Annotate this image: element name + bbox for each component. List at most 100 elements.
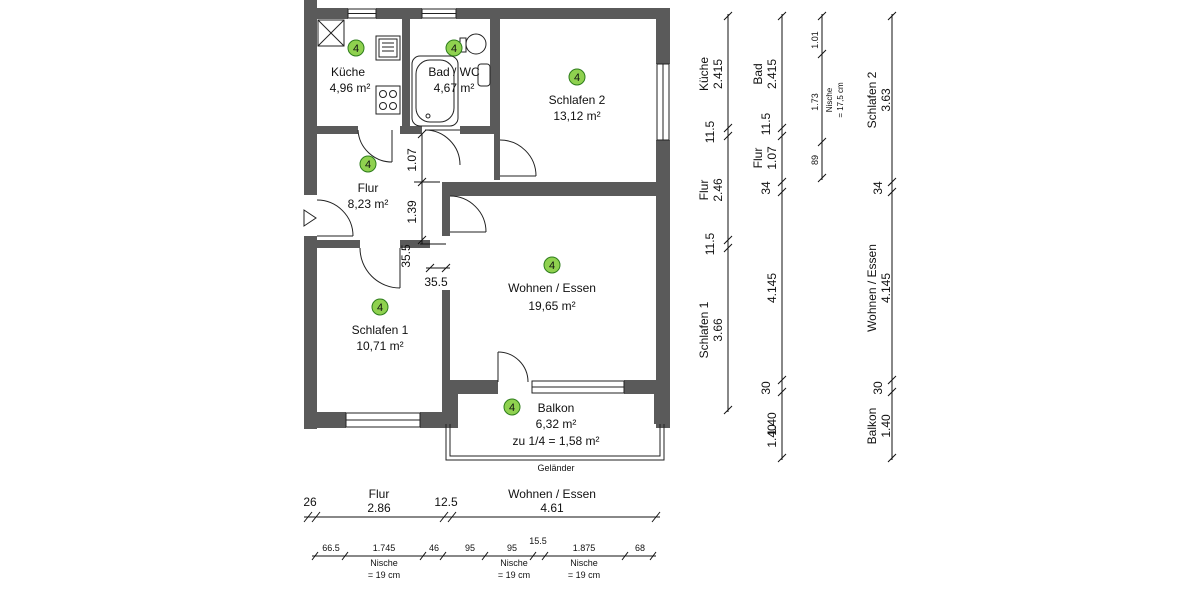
room-badge: 4 [445, 39, 463, 57]
room-area: 19,65 m² [528, 299, 575, 313]
label-text: 4 [365, 159, 371, 171]
dim-flur-name-r2: Flur [751, 148, 765, 169]
dim-1-40-a: 1.40 [765, 412, 779, 436]
niche-r-label: Nische [825, 87, 834, 112]
niche-2-label: Nische [500, 558, 528, 568]
dim-34-a: 34 [759, 181, 773, 195]
doors [316, 129, 537, 383]
dim-12-5: 12.5 [434, 495, 458, 509]
label-text: 4 [574, 72, 580, 84]
label-text: 4 [509, 402, 515, 414]
room-area: 6,32 m² [536, 417, 577, 431]
niche-2-value: = 19 cm [498, 570, 530, 580]
dim-1-875: 1.875 [573, 543, 596, 553]
room-area: 13,12 m² [553, 109, 600, 123]
dim-wohnen-value-r: 4.145 [879, 273, 893, 303]
dim-4-145-a: 4.145 [765, 273, 779, 303]
dim-wohnen-name-r: Wohnen / Essen [865, 244, 879, 332]
room-badge: 4 [568, 68, 586, 86]
label-text: 4 [353, 43, 359, 55]
room-area: 4,67 m² [434, 81, 475, 95]
dimension-line-right-2: Bad 2.415 11.5 Flur 1.07 34 4.145 30 1.4… [751, 11, 787, 463]
room-share: zu 1/4 = 1,58 m² [512, 434, 599, 448]
dim-89: 89 [810, 155, 820, 165]
room-area: 8,23 m² [348, 197, 389, 211]
dim-68: 68 [635, 543, 645, 553]
dim-95b: 95 [507, 543, 517, 553]
room-balkon: 4 Balkon 6,32 m² zu 1/4 = 1,58 m² [503, 398, 600, 448]
niche-1-value: = 19 cm [368, 570, 400, 580]
room-name: Schlafen 1 [352, 323, 409, 337]
room-badge: 4 [503, 398, 521, 416]
railing-label: Geländer [537, 463, 574, 473]
dim-26: 26 [303, 495, 317, 509]
room-bad: 4 Bad / WC 4,67 m² [428, 39, 480, 95]
dim-kueche-value: 2.415 [711, 59, 725, 89]
room-name: Balkon [538, 401, 575, 415]
dim-30-b: 30 [871, 381, 885, 395]
dim-balkon-value: 1.40 [879, 414, 893, 438]
dim-offset-v: 35.5 [399, 244, 413, 268]
room-name: Küche [331, 65, 365, 79]
label-text: 4 [451, 43, 457, 55]
niche-r-value: = 17,5 cm [836, 82, 845, 118]
interior-dimensions: 1.07 1.39 35.5 35.5 [399, 129, 451, 289]
walls [304, 0, 670, 429]
dimension-line-right-4: Schlafen 2 3.63 34 Wohnen / Essen 4.145 … [865, 11, 897, 463]
bathroom-fixtures [411, 33, 491, 127]
dim-flur-name: Flur [369, 487, 390, 501]
niche-3-label: Nische [570, 558, 598, 568]
dim-schlafen1-value: 3.66 [711, 318, 725, 342]
room-area: 4,96 m² [330, 81, 371, 95]
dim-flur-value-r2: 1.07 [765, 146, 779, 170]
label-text: 4 [549, 260, 555, 272]
dim-wohnen-value: 4.61 [540, 501, 564, 515]
dim-schlafen2-name: Schlafen 2 [865, 71, 879, 128]
dim-1-01: 1.01 [810, 31, 820, 49]
dimension-line-right-3: 1.01 1.73 Nische = 17,5 cm 89 [810, 11, 845, 183]
dim-11-5a: 11.5 [703, 120, 717, 143]
room-flur: 4 Flur 8,23 m² [348, 155, 389, 211]
room-name: Bad / WC [428, 65, 480, 79]
room-badge: 4 [359, 155, 377, 173]
dim-wohnen-name: Wohnen / Essen [508, 487, 596, 501]
dim-1-73: 1.73 [810, 93, 820, 111]
room-area: 10,71 m² [356, 339, 403, 353]
dim-flur-value-r: 2.46 [711, 178, 725, 202]
dim-95a: 95 [465, 543, 475, 553]
room-badge: 4 [543, 256, 561, 274]
dim-schlafen1-name: Schlafen 1 [697, 301, 711, 358]
dimension-line-right-1: Küche 2.415 11.5 Flur 2.46 11.5 Schlafen… [697, 11, 779, 436]
room-name: Flur [358, 181, 379, 195]
dim-flur-lower: 1.39 [405, 200, 419, 224]
room-badge: 4 [371, 298, 389, 316]
room-schlafen1: 4 Schlafen 1 10,71 m² [352, 298, 409, 353]
dim-66-5: 66.5 [322, 543, 340, 553]
dim-15-5: 15.5 [529, 536, 547, 546]
dim-11-5b: 11.5 [703, 232, 717, 255]
label-text: 4 [377, 302, 383, 314]
dim-46: 46 [429, 543, 439, 553]
room-wohnen: 4 Wohnen / Essen 19,65 m² [508, 256, 596, 313]
room-schlafen2: 4 Schlafen 2 13,12 m² [549, 68, 606, 123]
dim-11-5c: 11.5 [759, 112, 773, 135]
dim-1-40-b: 1.40 [765, 424, 779, 448]
dim-offset-h: 35.5 [424, 275, 448, 289]
balcony-railing [445, 424, 665, 461]
dimension-line-bottom-2: 66.5 1.745 46 95 95 15.5 1.875 68 Nische… [311, 536, 657, 580]
dim-30-a: 30 [759, 381, 773, 395]
dim-balkon-name: Balkon [865, 408, 879, 445]
entrance-arrow-icon [303, 209, 317, 227]
dim-bad-name: Bad [751, 63, 765, 84]
dim-schlafen2-value: 3.63 [879, 88, 893, 112]
room-name: Wohnen / Essen [508, 281, 596, 295]
niche-1-label: Nische [370, 558, 398, 568]
dim-1-745: 1.745 [373, 543, 396, 553]
room-name: Schlafen 2 [549, 93, 606, 107]
room-badge: 4 [347, 39, 365, 57]
dim-flur-name-r: Flur [697, 180, 711, 201]
dimension-line-bottom-1: 26 Flur 2.86 12.5 Wohnen / Essen 4.61 [303, 487, 661, 523]
windows [345, 8, 670, 428]
kitchen-fixtures [317, 19, 401, 115]
